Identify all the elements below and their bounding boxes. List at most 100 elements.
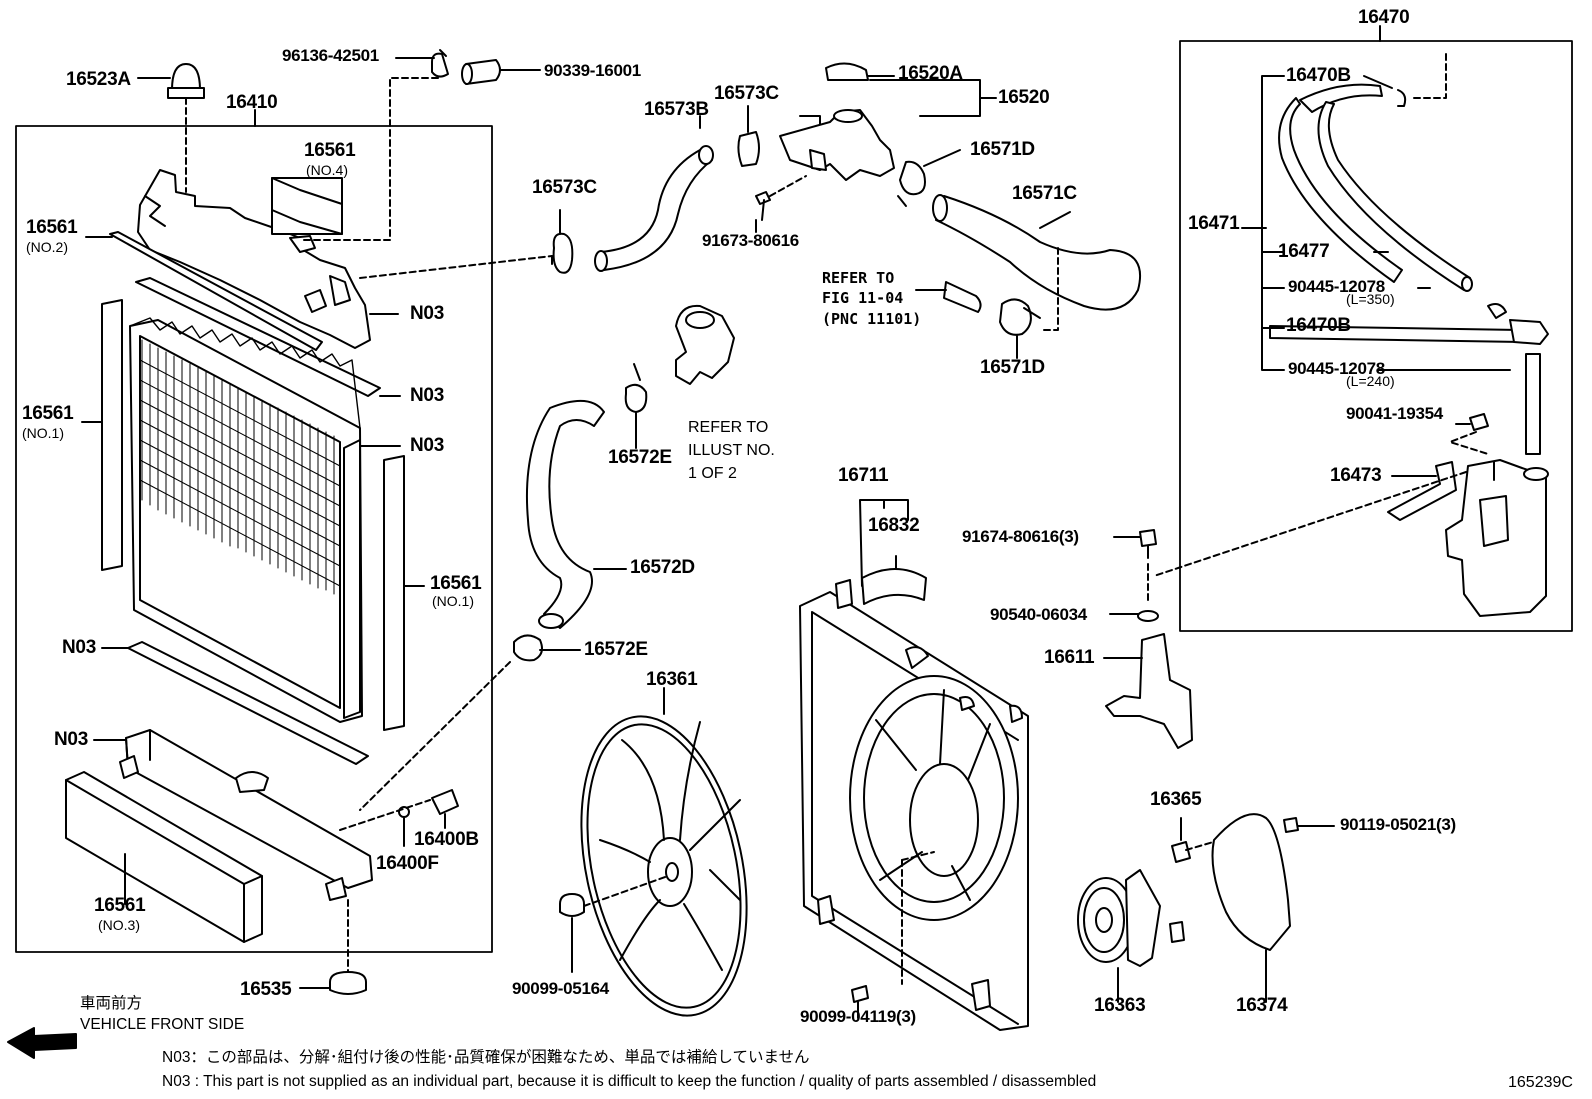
reserve-tank (1445, 459, 1549, 617)
label-16573c-left: 16573C (532, 177, 597, 198)
fan-16361 (580, 687, 748, 1017)
pipe-fig-11-04 (943, 281, 982, 313)
label-16571c: 16571C (1012, 183, 1077, 204)
filler-neck-16520 (779, 109, 895, 181)
seal-16832 (861, 568, 927, 605)
refer-fig-note: REFER TO FIG 11-04 (PNC 11101) (822, 269, 922, 328)
bracket-16611 (1105, 633, 1193, 749)
label-16477: 16477 (1278, 241, 1330, 262)
label-16361: 16361 (646, 669, 698, 690)
label-16520: 16520 (998, 87, 1050, 108)
bolt-90041 (1449, 413, 1489, 455)
label-16535: 16535 (240, 979, 292, 1000)
label-16470b-mid: 16470B (1286, 315, 1351, 336)
bolt-90099-04119 (851, 851, 935, 1019)
cap-16520a (825, 62, 869, 81)
label-16470: 16470 (1358, 7, 1410, 28)
label-no1-left: (NO.1) (22, 425, 64, 441)
seal-16561-no2 (109, 231, 323, 351)
label-16473: 16473 (1330, 465, 1382, 486)
label-16561-no4: 16561 (304, 140, 356, 161)
bolt-91674 (1113, 529, 1157, 605)
bolt-90119 (1283, 817, 1335, 833)
seal-16561-no1-right (383, 455, 405, 731)
fan-shroud-16711 (799, 499, 1029, 1031)
reserve-tank-assembly-frame (1179, 40, 1573, 632)
label-90339-16001: 90339-16001 (544, 61, 641, 80)
label-90445-12078-a: 90445-12078 (1288, 277, 1385, 296)
hose-16470b-mid (1269, 303, 1549, 455)
seal-16561-no3 (65, 771, 263, 943)
hose-16572d (525, 400, 627, 629)
label-n03-e: N03 (54, 729, 88, 750)
upper-tank (137, 169, 399, 349)
label-16520a: 16520A (898, 63, 963, 84)
clamp-16572e-bottom (359, 634, 581, 811)
label-16400b: 16400B (414, 829, 479, 850)
bolt-91673 (755, 175, 807, 233)
label-16572e-bottom: 16572E (584, 639, 648, 660)
clamp-16571d-bottom (999, 298, 1041, 359)
label-16561-no2: 16561 (26, 217, 78, 238)
label-91674-80616: 91674-80616(3) (962, 527, 1079, 546)
clamp-16572e-top (624, 363, 648, 449)
label-no2: (NO.2) (26, 239, 68, 255)
label-no4: (NO.4) (306, 162, 348, 178)
refer-illust-note: REFER TO ILLUST NO. 1 OF 2 (688, 419, 775, 483)
vehicle-front-side-label: 車両前方 VEHICLE FRONT SIDE (80, 995, 245, 1033)
label-16573b: 16573B (644, 99, 709, 120)
label-16410: 16410 (226, 92, 278, 113)
label-16573c-top: 16573C (714, 83, 779, 104)
label-16561-no1-right: 16561 (430, 573, 482, 594)
bushing-16365 (1171, 841, 1191, 863)
diagram-code: 165239C (1508, 1074, 1573, 1091)
hose-16477 (1278, 97, 1473, 292)
label-16832: 16832 (868, 515, 920, 536)
label-16523a: 16523A (66, 69, 131, 90)
label-16561-no1-left: 16561 (22, 403, 74, 424)
label-90445-12078-b: 90445-12078 (1288, 359, 1385, 378)
label-l240: (L=240) (1346, 373, 1395, 389)
label-90041-19354: 90041-19354 (1346, 404, 1443, 423)
radiator-cap-16523a (137, 63, 205, 193)
label-16611: 16611 (1044, 647, 1095, 668)
label-16571d-top: 16571D (970, 139, 1035, 160)
label-l350: (L=350) (1346, 291, 1395, 307)
bracket-16473 (1387, 461, 1457, 521)
fan-motor-16363 (1077, 869, 1185, 1003)
drain-cock-16400b (431, 789, 459, 829)
label-16711: 16711 (838, 465, 889, 486)
water-outlet (675, 304, 735, 385)
label-16374: 16374 (1236, 995, 1288, 1016)
radiator-core (129, 317, 401, 723)
label-16471: 16471 (1188, 213, 1240, 234)
label-90099-05164: 90099-05164 (512, 979, 609, 998)
label-91673-80616: 91673-80616 (702, 231, 799, 250)
cover-plate-16374 (1211, 813, 1291, 1003)
label-16400f: 16400F (376, 853, 439, 874)
lower-tank (93, 729, 373, 901)
gasket-n03-upper (135, 277, 381, 397)
front-direction-arrow-icon (7, 1027, 77, 1059)
label-n03-d: N03 (62, 637, 96, 658)
label-n03-a: N03 (410, 303, 444, 324)
note-n03-english: N03 : This part is not supplied as an in… (162, 1073, 1097, 1090)
label-no1-right: (NO.1) (432, 593, 474, 609)
hose-16571c (932, 194, 1142, 311)
label-16571d-bottom: 16571D (980, 357, 1045, 378)
label-n03-b: N03 (410, 385, 444, 406)
label-16363: 16363 (1094, 995, 1146, 1016)
washer-90540 (1109, 610, 1159, 622)
clip-96136 (395, 49, 449, 78)
label-90099-04119: 90099-04119(3) (800, 1007, 916, 1026)
label-no3: (NO.3) (98, 917, 140, 933)
label-16561-no3: 16561 (94, 895, 146, 916)
hose-90339 (461, 59, 541, 85)
note-n03-japanese: N03：この部品は、分解･組付け後の性能･品質確保が困難なため、単品では補給して… (162, 1049, 810, 1066)
seal-16561-no1-left (101, 299, 123, 571)
clamp-16571d-top (897, 149, 961, 207)
label-16365: 16365 (1150, 789, 1202, 810)
hose-16573b (594, 145, 714, 272)
label-90540-06034: 90540-06034 (990, 605, 1087, 624)
